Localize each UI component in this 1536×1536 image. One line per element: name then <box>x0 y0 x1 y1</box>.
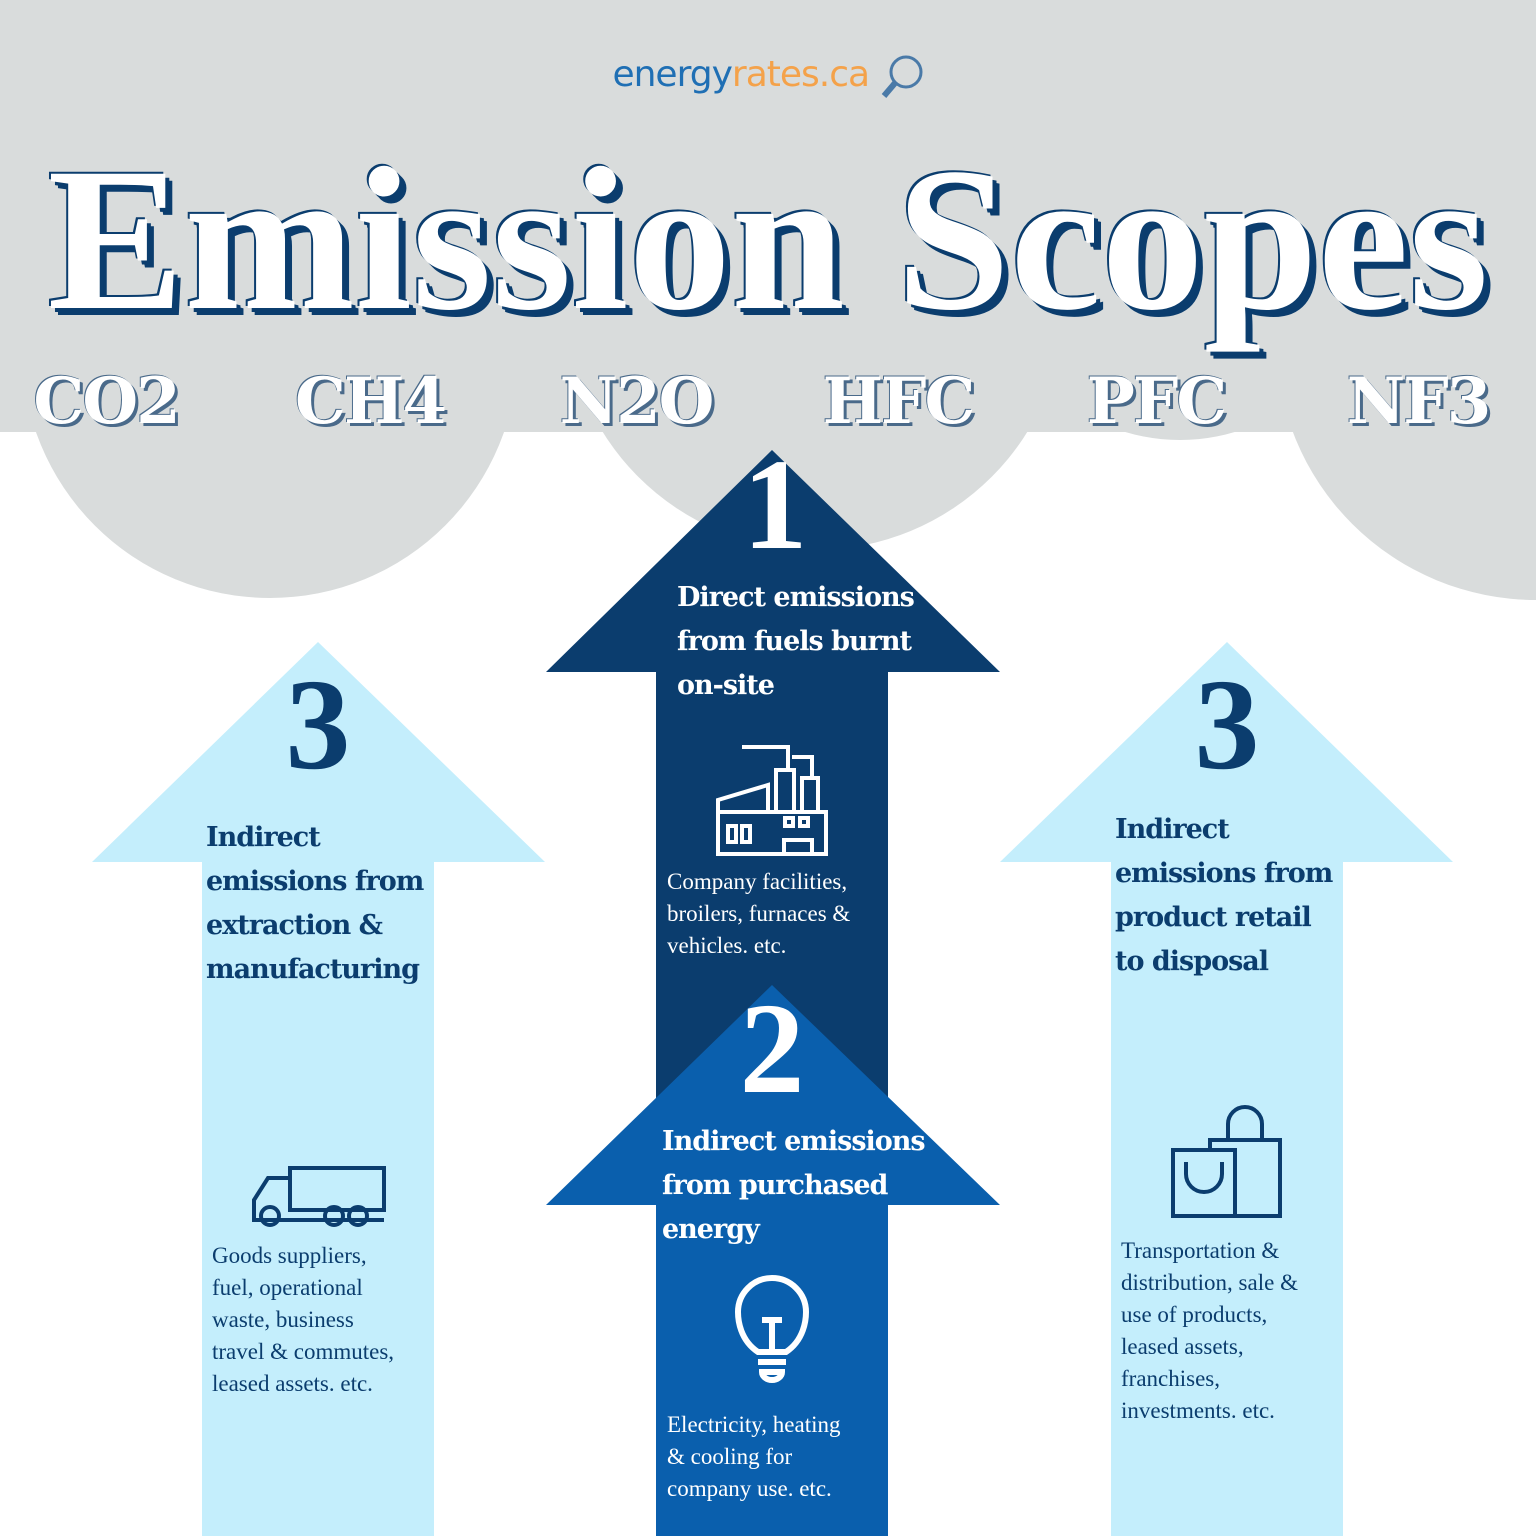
heading-line: to disposal <box>1115 946 1269 977</box>
heading-line: from purchased <box>662 1170 888 1201</box>
shopping-bags-icon <box>1171 1105 1282 1218</box>
page-title: Emission Scopes <box>47 126 1489 353</box>
gas-label: PFC <box>1086 364 1228 439</box>
description-line: vehicles. etc. <box>667 933 787 958</box>
scope3-upstream-arrow <box>92 642 545 1536</box>
gas-label: N2O <box>559 364 715 439</box>
description-line: company use. etc. <box>667 1476 832 1501</box>
heading-line: product retail <box>1115 902 1312 933</box>
heading-line: on-site <box>677 670 775 701</box>
description-line: leased assets, <box>1121 1334 1244 1359</box>
heading-line: Indirect emissions <box>662 1126 926 1157</box>
scope3-upstream-description: Goods suppliers, fuel, operational waste… <box>212 1240 394 1400</box>
lightbulb-icon <box>734 1275 810 1383</box>
heading-line: Indirect <box>206 822 321 853</box>
description-line: Company facilities, <box>667 869 848 894</box>
description-line: use of products, <box>1121 1302 1268 1327</box>
scope2-number: 2 <box>739 977 805 1121</box>
description-line: investments. etc. <box>1121 1398 1275 1423</box>
scope3-downstream-arrow <box>1000 642 1453 1536</box>
scope3-downstream-description: Transportation & distribution, sale & us… <box>1121 1235 1298 1427</box>
heading-line: from fuels burnt <box>677 626 912 657</box>
heading-line: energy <box>662 1214 760 1245</box>
description-line: leased assets. etc. <box>212 1371 373 1396</box>
description-line: Electricity, heating <box>667 1412 841 1437</box>
scope2-arrow <box>546 985 1000 1536</box>
description-line: Goods suppliers, <box>212 1243 367 1268</box>
description-line: fuel, operational <box>212 1275 363 1300</box>
description-line: distribution, sale & <box>1121 1270 1298 1295</box>
gas-label: CH4 <box>295 364 447 439</box>
description-line: waste, business <box>212 1307 354 1332</box>
scope1-number: 1 <box>742 433 808 577</box>
heading-line: extraction & <box>206 910 383 941</box>
gas-label: HFC <box>822 364 976 439</box>
description-line: broilers, furnaces & <box>667 901 851 926</box>
scope2-description: Electricity, heating & cooling for compa… <box>667 1409 841 1505</box>
heading-line: emissions from <box>1115 858 1333 889</box>
truck-icon <box>252 1166 386 1227</box>
factory-icon <box>716 745 828 856</box>
description-line: & cooling for <box>667 1444 793 1469</box>
scope1-heading: Direct emissions from fuels burnt on-sit… <box>677 576 915 708</box>
description-line: Transportation & <box>1121 1238 1280 1263</box>
logo: energyrates.ca <box>0 52 1536 100</box>
scope1-description: Company facilities, broilers, furnaces &… <box>667 866 850 962</box>
gas-label: NF3 <box>1346 364 1491 439</box>
heading-line: manufacturing <box>206 954 420 985</box>
heading-line: Indirect <box>1115 814 1230 845</box>
scope2-heading: Indirect emissions from purchased energy <box>662 1120 926 1252</box>
description-line: franchises, <box>1121 1366 1220 1391</box>
heading-line: emissions from <box>206 866 424 897</box>
scope3-upstream-heading: Indirect emissions from extraction & man… <box>206 816 424 992</box>
heading-line: Direct emissions <box>677 582 915 613</box>
scope3-upstream-number: 3 <box>285 653 351 797</box>
scope3-downstream-heading: Indirect emissions from product retail t… <box>1115 808 1333 984</box>
gas-label: CO2 <box>33 364 180 439</box>
magnifier-icon <box>881 55 923 98</box>
scope3-downstream-number: 3 <box>1194 653 1260 797</box>
description-line: travel & commutes, <box>212 1339 395 1364</box>
